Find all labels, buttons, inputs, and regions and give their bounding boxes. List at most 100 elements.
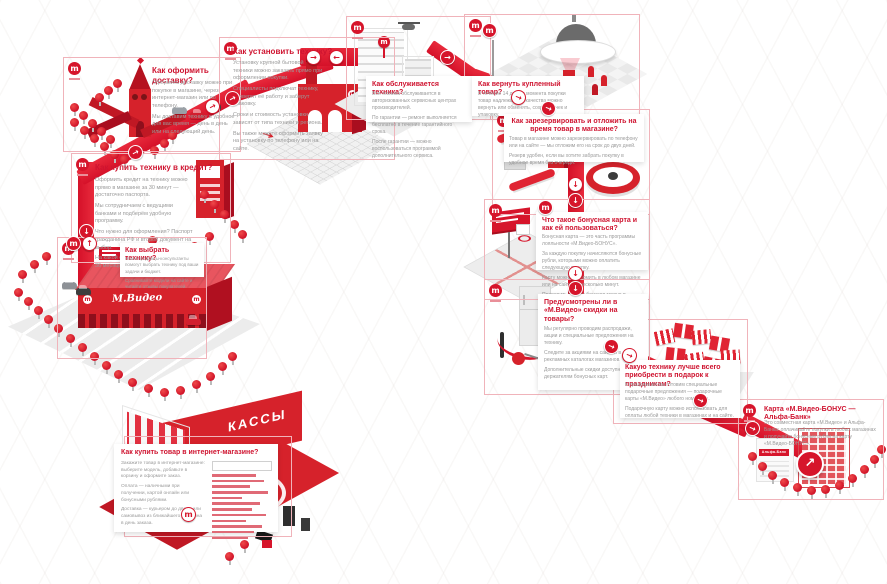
- person-icon: [601, 75, 607, 86]
- body-line: Сравнивайте модели на сайте и читайте от…: [125, 277, 193, 290]
- tree-icon: [34, 306, 43, 319]
- category-link-list: [212, 474, 270, 542]
- person-icon: [592, 84, 598, 95]
- search-input[interactable]: [212, 461, 272, 471]
- mvideo-logo-badge: m: [743, 404, 756, 422]
- factory-arch: [328, 110, 342, 132]
- card-service-body: Вся техника обслуживается в авторизованн…: [372, 91, 468, 163]
- barrier-post: [500, 332, 504, 358]
- tree-icon: [835, 481, 844, 494]
- card-delivery-title: Как оформить доставку?: [152, 66, 209, 85]
- tree-icon: [104, 86, 113, 99]
- car-icon: [172, 104, 187, 114]
- body-line: Оформить кредит на технику можно прямо в…: [95, 177, 188, 199]
- hoop-icon: [518, 235, 531, 242]
- tree-icon: [238, 230, 247, 243]
- body-line: Специалисты подключат технику, проверят …: [233, 86, 319, 108]
- red-box: [262, 540, 272, 548]
- category-link-line[interactable]: [212, 485, 250, 488]
- tree-icon: [200, 190, 209, 203]
- tree-icon: [114, 370, 123, 383]
- vending-slot: [200, 198, 220, 201]
- direction-sign-icon: →: [306, 50, 321, 65]
- tree-icon: [793, 483, 802, 496]
- mvideo-logo-icon: m: [83, 295, 92, 304]
- body-line: Мы сотрудничаем с ведущими банками и под…: [95, 203, 173, 225]
- helicopter-icon: [402, 24, 415, 30]
- appliance: [301, 518, 310, 531]
- tree-icon: [78, 343, 87, 356]
- mvideo-logo-sign-icon: m: [181, 507, 196, 522]
- category-link-line[interactable]: [212, 519, 246, 522]
- tree-icon: [877, 445, 886, 458]
- tree-icon: [821, 485, 830, 498]
- vending-slot: [200, 184, 220, 187]
- category-link-line[interactable]: [212, 491, 268, 494]
- tree-icon: [100, 142, 109, 155]
- mvideo-logo-badge: m: [76, 158, 89, 176]
- category-link-line[interactable]: [212, 479, 264, 483]
- body-line: К праздникам мы готовим специальные пода…: [625, 382, 722, 402]
- direction-sign-icon: ↓: [568, 266, 583, 281]
- tree-icon: [90, 134, 99, 147]
- tree-icon: [860, 465, 869, 478]
- mvideo-logo-sign-icon: m: [482, 23, 497, 38]
- category-link-line[interactable]: [212, 474, 256, 477]
- card-install-body: Установку крупной бытовой техники можно …: [233, 60, 323, 157]
- clock-icon: [141, 94, 147, 100]
- car-icon: [186, 315, 201, 325]
- tree-icon: [97, 127, 106, 140]
- tree-icon: [70, 103, 79, 116]
- card-alfa-title: Карта «М.Видео-БОНУС — Альфа-Банк»: [764, 406, 856, 422]
- mvideo-logo-badge: m: [489, 284, 502, 302]
- direction-sign-icon: ↑: [82, 236, 97, 251]
- category-link-line[interactable]: [212, 496, 242, 500]
- mvideo-logo-icon: m: [192, 295, 201, 304]
- sign-pole: [492, 40, 494, 76]
- category-link-line[interactable]: [212, 536, 248, 540]
- billboard-text-line: [102, 250, 122, 252]
- category-link-line[interactable]: [212, 525, 262, 528]
- tree-icon: [192, 380, 201, 393]
- body-line: Оформить доставку можно при покупке в ма…: [152, 80, 233, 110]
- store-windows: [78, 314, 206, 328]
- card-online-body: Закажите товар в интернет-магазине: выбе…: [121, 461, 205, 530]
- tree-icon: [225, 552, 234, 565]
- body-line: Мы доставим технику в удобное для вас вр…: [152, 113, 235, 136]
- mvideo-logo-sign-icon: m: [538, 200, 553, 215]
- tree-icon: [758, 462, 767, 475]
- card-delivery-body: Оформить доставку можно при покупке в ма…: [152, 80, 238, 140]
- person-icon: [588, 66, 594, 77]
- tree-icon: [113, 79, 122, 92]
- category-link-line[interactable]: [212, 530, 254, 534]
- card-gifts-panel: Какую технику лучше всего приобрести в п…: [620, 360, 740, 419]
- tree-icon: [54, 324, 63, 337]
- body-line: Следите за акциями на сайте и в рекламны…: [544, 350, 621, 363]
- vending-screen: [200, 166, 220, 178]
- direction-sign-icon: ↓: [568, 193, 583, 208]
- tree-icon: [102, 361, 111, 374]
- category-link-line[interactable]: [212, 502, 260, 505]
- body-line: Наши продавцы-консультанты помогут выбра…: [125, 256, 199, 274]
- mvideo-logo-badge: m: [489, 204, 502, 222]
- ufo-saucer: [540, 40, 616, 64]
- store-front: М.Видео m m: [78, 288, 206, 328]
- card-alfa: m: [738, 399, 884, 500]
- mvideo-logo-sign-icon: m: [66, 236, 81, 251]
- card-service-panel: Как обслуживается техника? Вся техника о…: [366, 76, 472, 159]
- tree-icon: [240, 540, 249, 553]
- bathtub-drain: [608, 172, 618, 180]
- body-line: Дополнительные скидки доступны держателя…: [544, 367, 624, 380]
- category-link-line[interactable]: [212, 513, 266, 517]
- tree-icon: [42, 252, 51, 265]
- tree-icon: [120, 155, 129, 168]
- mvideo-logo-badge: m: [469, 19, 482, 37]
- direction-sign-icon: ↓: [568, 177, 583, 192]
- tree-icon: [106, 135, 115, 148]
- body-line: Подарочную карту можно использовать для …: [625, 406, 734, 419]
- body-line: Бонусная карта — это часть программы лоя…: [542, 234, 636, 247]
- tree-icon: [88, 119, 97, 132]
- category-link-line[interactable]: [212, 508, 252, 511]
- tower-gate: [136, 121, 144, 137]
- body-line: Вся техника обслуживается в авторизованн…: [372, 91, 457, 111]
